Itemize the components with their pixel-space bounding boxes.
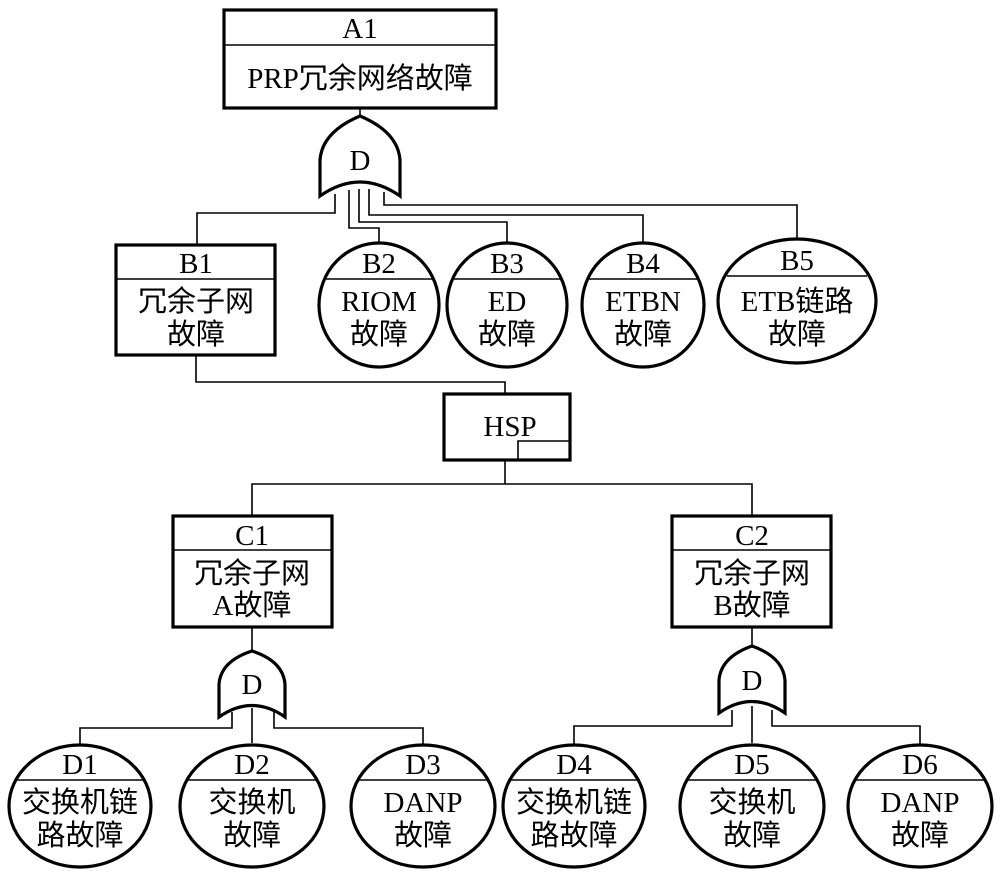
event-b2-circle: [317, 241, 441, 369]
event-d2[interactable]: D2 交换机 故障: [178, 743, 326, 869]
event-label-line2: 故障: [167, 318, 225, 351]
event-b3-circle: [445, 241, 569, 369]
event-id: D3: [405, 749, 440, 781]
gate-label: HSP: [483, 411, 536, 443]
event-c2[interactable]: C2 冗余子网 B故障: [670, 514, 833, 629]
event-label-line1: 交换机链: [516, 786, 632, 819]
event-d6[interactable]: D6 DANP 故障: [846, 743, 994, 869]
event-d5-ellipse: [678, 743, 826, 869]
event-id: B2: [362, 248, 396, 280]
event-label-line2: 故障: [614, 318, 672, 351]
event-label-line1: ETBN: [605, 286, 681, 318]
event-a1-box: [222, 8, 498, 110]
connector-b1-hsp: [195, 355, 506, 393]
event-d4[interactable]: D4 交换机链 路故障: [501, 743, 647, 869]
event-id: A1: [342, 13, 377, 45]
event-label-line2: A故障: [213, 589, 292, 622]
gate-label: D: [350, 145, 371, 177]
event-d6-ellipse: [846, 743, 994, 869]
event-id: B3: [490, 248, 524, 280]
event-label-line2: 故障: [723, 819, 781, 852]
gate-label: D: [742, 665, 763, 697]
event-b5-ellipse: [716, 237, 878, 365]
event-label-line1: 交换机链: [22, 786, 138, 819]
connector-gate-b2: [348, 190, 380, 243]
event-id: B1: [179, 248, 213, 280]
event-d1-ellipse: [7, 743, 153, 869]
event-d3-ellipse: [349, 743, 497, 869]
event-d1[interactable]: D1 交换机链 路故障: [7, 743, 153, 869]
event-label-line1: 冗余子网: [194, 557, 310, 590]
event-label-line2: 故障: [394, 819, 452, 852]
or-gate-c1: D: [217, 649, 287, 721]
connector-gate-d6: [771, 710, 921, 745]
connector-gate-d4: [573, 710, 733, 745]
event-label-line1: ED: [488, 286, 527, 318]
event-b4-circle: [580, 241, 706, 369]
connector-gate-b4: [368, 189, 644, 243]
event-b4[interactable]: B4 ETBN 故障: [580, 241, 706, 369]
event-b1-box: [114, 243, 277, 357]
hsp-gate[interactable]: HSP: [442, 392, 572, 462]
event-d2-ellipse: [178, 743, 326, 869]
event-label-line1: DANP: [384, 787, 463, 819]
event-c1[interactable]: C1 冗余子网 A故障: [171, 514, 334, 629]
event-d5[interactable]: D5 交换机 故障: [678, 743, 826, 869]
or-gate-icon: [717, 644, 787, 717]
event-id: B4: [626, 248, 660, 280]
connector-gate-d3: [273, 712, 424, 745]
event-b2[interactable]: B2 RIOM 故障: [317, 241, 441, 369]
event-label-line2: 路故障: [530, 819, 617, 852]
connector-hsp-c: [251, 483, 753, 515]
event-id: D5: [734, 749, 769, 781]
event-label-line1: 冗余子网: [138, 285, 254, 318]
connector-gate-b3: [358, 189, 508, 243]
connector-gate-b5: [383, 192, 798, 238]
event-a1[interactable]: A1 PRP冗余网络故障: [222, 8, 498, 110]
or-gate-icon: [318, 114, 402, 200]
event-label-line2: 故障: [768, 318, 826, 351]
hsp-corner-marker: [517, 440, 570, 460]
event-id: D1: [62, 749, 97, 781]
event-b3[interactable]: B3 ED 故障: [445, 241, 569, 369]
event-c2-box: [670, 514, 833, 629]
event-label-line1: ETB链路: [741, 285, 854, 318]
event-d4-ellipse: [501, 743, 647, 869]
event-label-line2: 故障: [891, 819, 949, 852]
connector-gate-d1: [79, 712, 233, 745]
event-d3[interactable]: D3 DANP 故障: [349, 743, 497, 869]
event-id: C1: [235, 520, 269, 552]
event-b1[interactable]: B1 冗余子网 故障: [114, 243, 277, 357]
event-label-line1: 交换机: [208, 786, 295, 819]
event-id: B5: [780, 245, 814, 277]
gate-label: D: [242, 669, 263, 701]
event-label-line1: 冗余子网: [694, 557, 810, 590]
or-gate-top: D: [318, 114, 402, 200]
event-label-line2: 故障: [478, 318, 536, 351]
event-label-line2: B故障: [713, 589, 790, 622]
hsp-gate-box: [442, 392, 572, 462]
event-b5[interactable]: B5 ETB链路 故障: [716, 237, 878, 365]
event-label-line1: RIOM: [341, 286, 417, 318]
or-gate-c2: D: [717, 644, 787, 717]
event-label-line2: 故障: [223, 819, 281, 852]
connector-gate-b1: [196, 194, 336, 245]
event-id: D6: [902, 749, 937, 781]
event-label-line2: 路故障: [36, 819, 123, 852]
event-id: D4: [556, 749, 592, 781]
event-label-line1: DANP: [881, 787, 960, 819]
event-id: C2: [735, 520, 769, 552]
event-label-line1: 交换机: [708, 786, 795, 819]
event-label-line2: 故障: [350, 318, 408, 351]
connectors-top: [79, 108, 921, 745]
event-c1-box: [171, 514, 334, 629]
event-label: PRP冗余网络故障: [247, 62, 473, 95]
or-gate-icon: [217, 649, 287, 721]
event-id: D2: [234, 749, 269, 781]
